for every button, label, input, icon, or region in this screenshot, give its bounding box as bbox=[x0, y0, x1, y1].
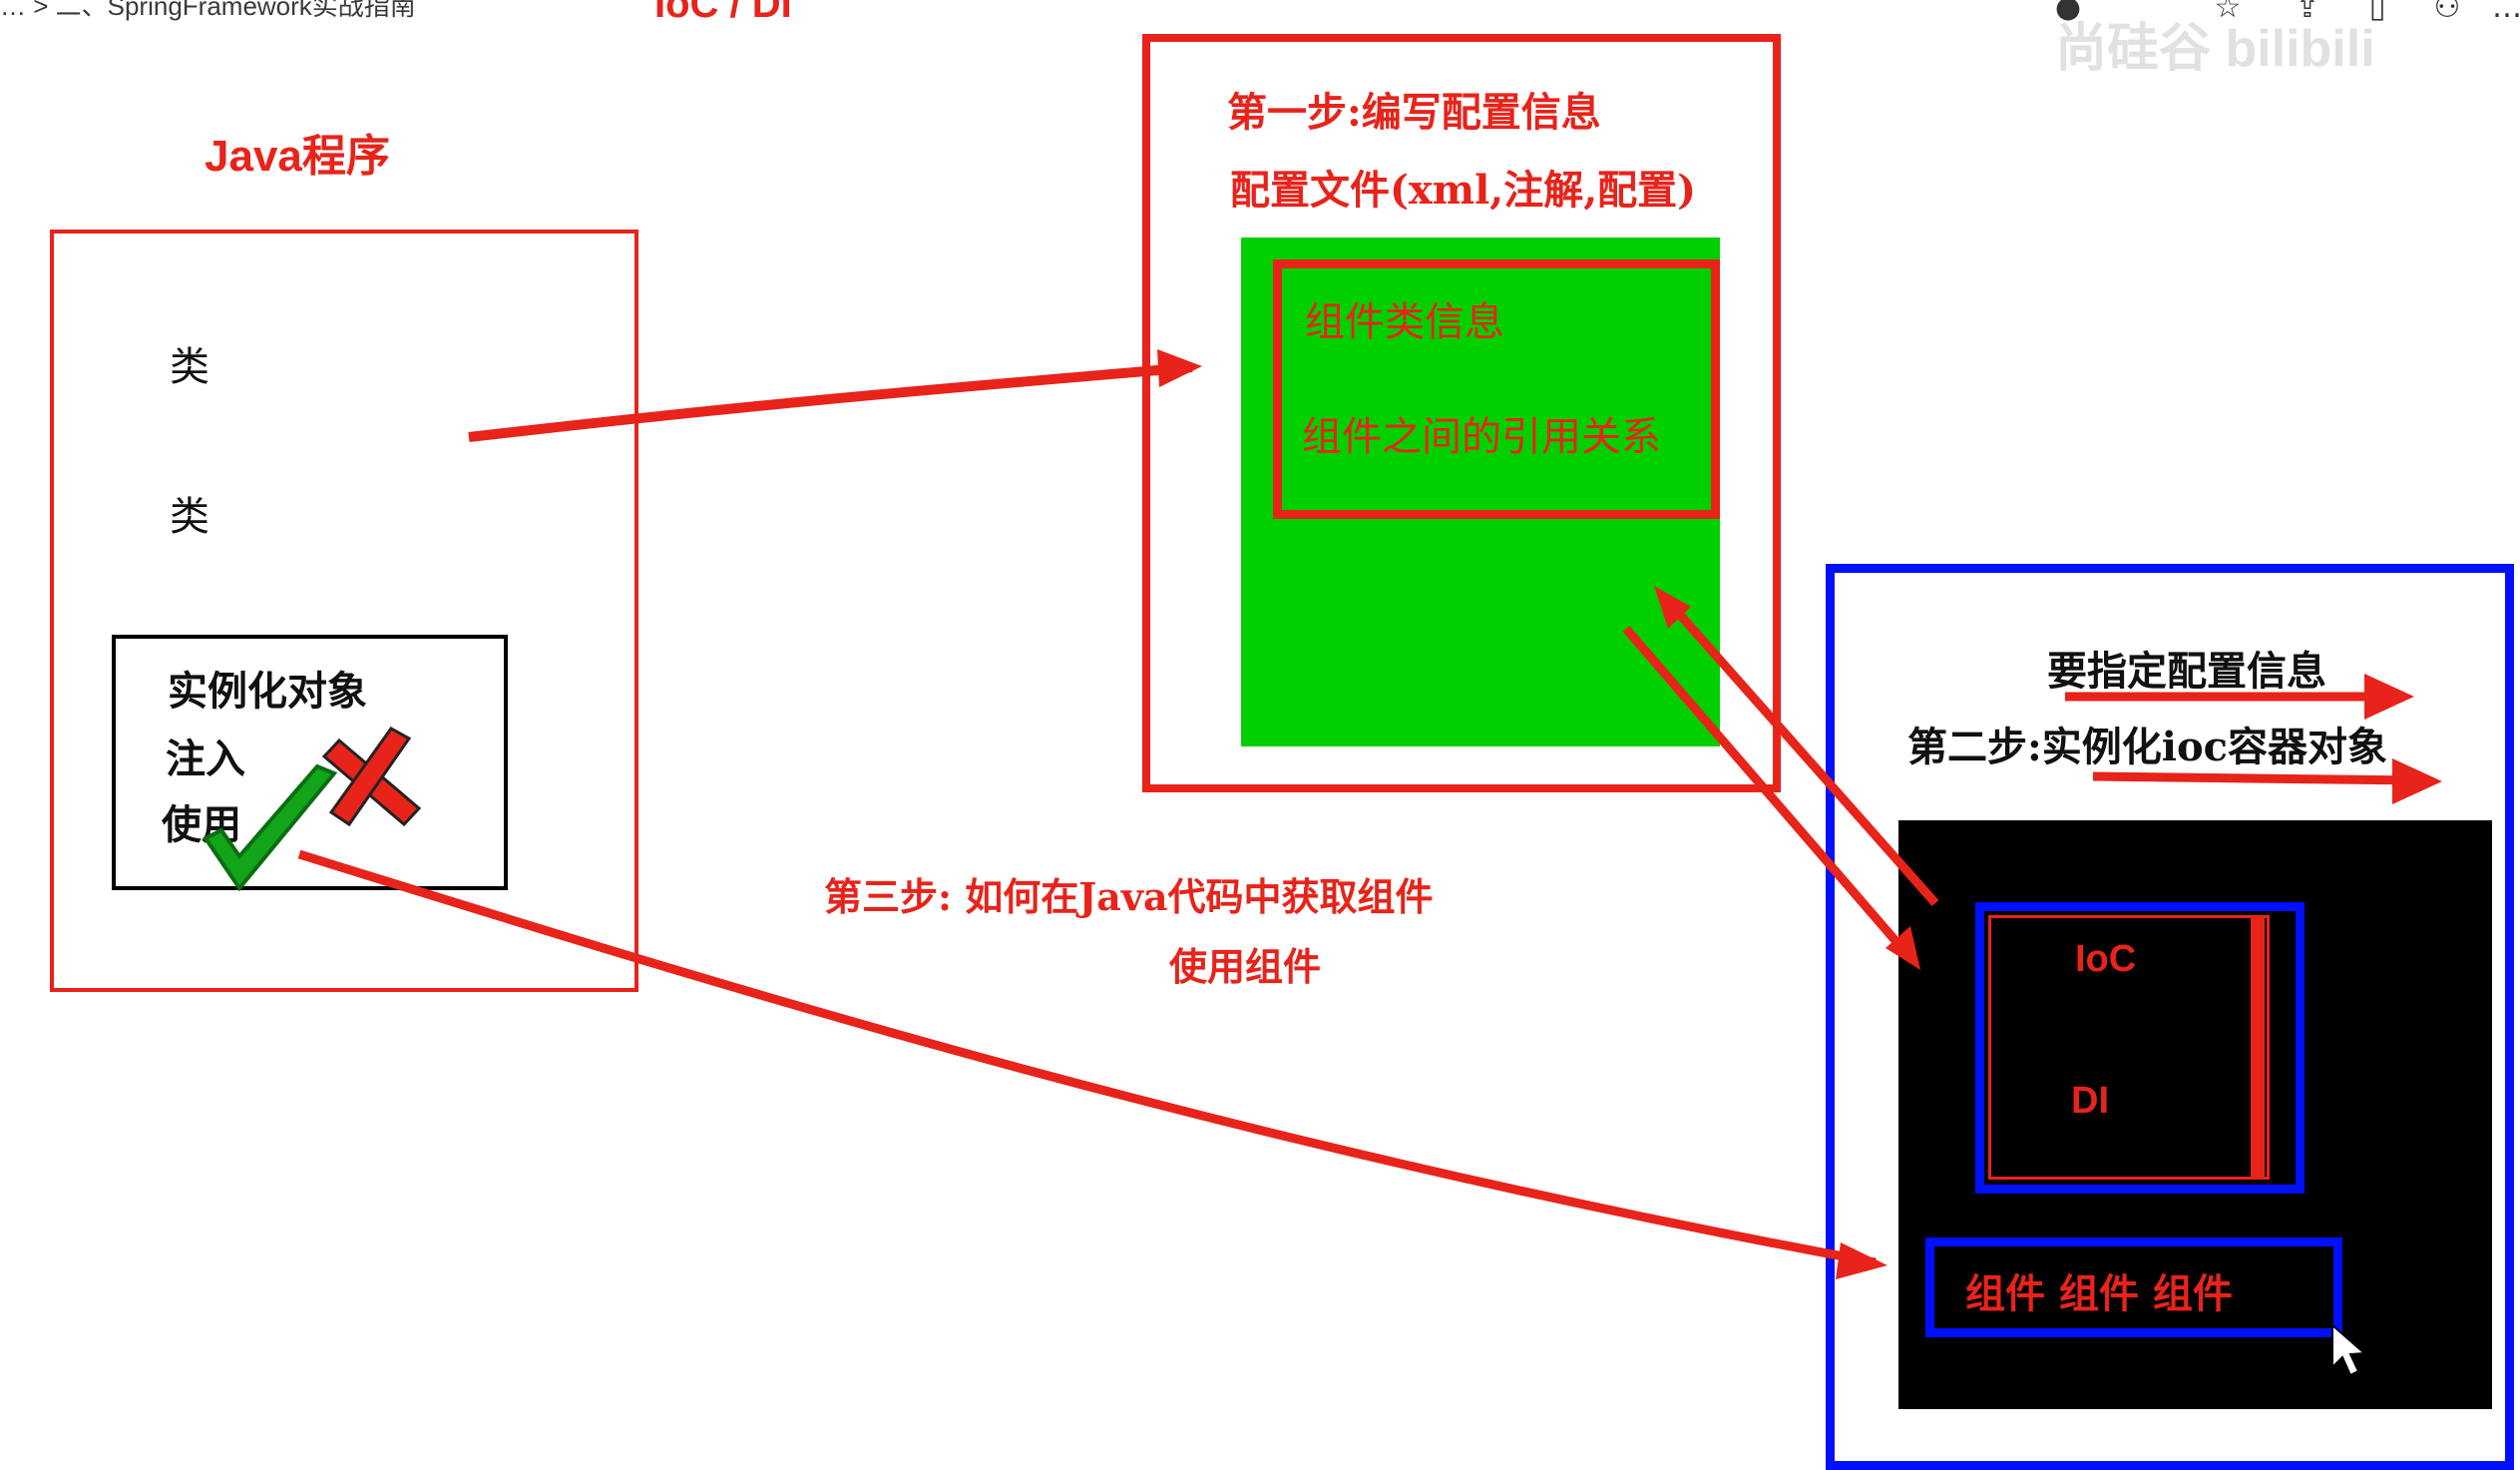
arrow-step2-right bbox=[2093, 776, 2414, 780]
cross-icon bbox=[324, 729, 419, 824]
mouse-cursor-icon bbox=[2332, 1325, 2364, 1375]
arrow-use-to-components-head bbox=[1836, 1242, 1888, 1279]
arrow-class-to-config bbox=[469, 367, 1192, 437]
arrow-container-to-config bbox=[1664, 597, 1935, 903]
arrow-step2-right-head bbox=[2392, 758, 2442, 804]
check-icon bbox=[206, 766, 334, 888]
arrow-class-to-config-head bbox=[1157, 349, 1202, 387]
arrow-config-to-container bbox=[1626, 629, 1910, 958]
arrow-use-to-components bbox=[299, 854, 1876, 1262]
arrow-spec-right-head bbox=[2364, 674, 2414, 720]
